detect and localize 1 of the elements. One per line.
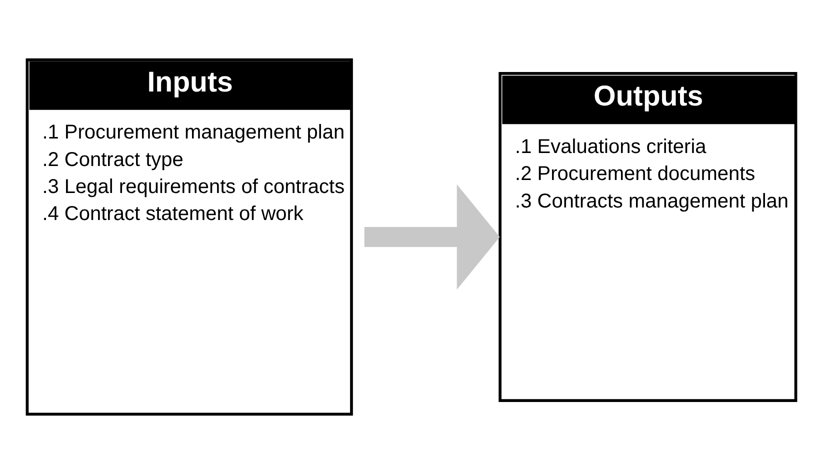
arrow (364, 184, 500, 290)
